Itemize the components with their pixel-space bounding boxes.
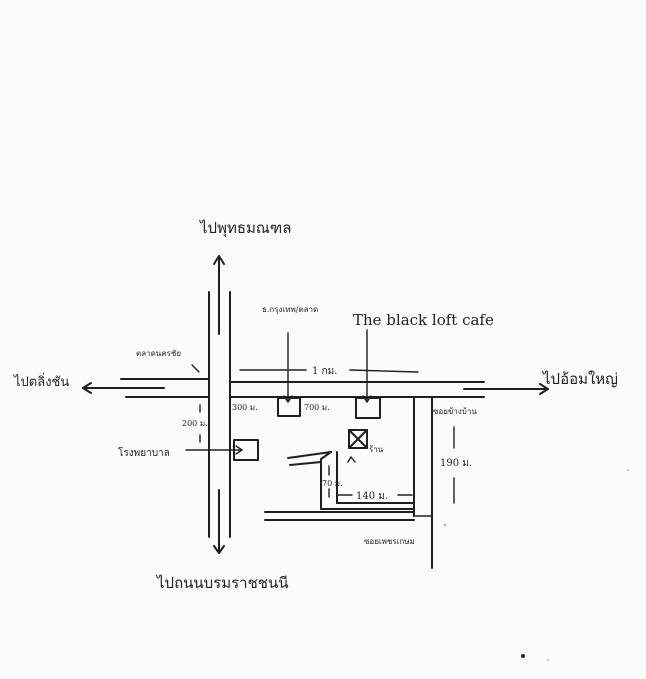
dist-1km-label: 1 กม. [312,366,337,377]
dist-1km-right [349,369,419,373]
speck [627,469,629,471]
destination-cross-2 [348,429,368,449]
connector-road-bottom [289,461,322,466]
south-arrow-head [213,545,225,554]
bank-pointer-head [283,395,293,403]
hospital-label: โรงพยาบาล [118,446,170,459]
west-label: ไปตลิ่งชัน [13,373,69,390]
dist-190m-label: 190 ม. [440,458,472,469]
connector-road-top [287,451,332,459]
east-arrow-head [539,383,549,395]
speck [521,654,525,658]
hospital-pointer-head [235,445,243,455]
dist-140m-label: 140 ม. [356,491,388,502]
bottom-alley-label: ซอยเพชรเกษม [364,537,415,546]
dist-70m-label: 70 ม. [322,479,343,488]
inner-road-left [320,451,415,510]
speck [547,659,549,661]
market-label: ตลาดนครชัย [136,349,181,358]
dist-200m-label: 200 ม. [182,419,208,428]
here-label: ร้าน [369,445,384,454]
destination-box [348,429,368,449]
north-arrow-head [213,255,225,265]
north-label: ไปพุทธมณฑล [199,219,291,238]
bank-label: ธ.กรุงเทพ/ตลาด [262,305,318,314]
west-arrow-head [82,382,92,394]
speck [444,524,446,526]
dist-300m-label: 300 ม. [232,403,258,412]
building-cafe [355,397,381,419]
market-pointer [191,364,200,373]
here-pointer [347,456,356,463]
cafe-pointer-head [362,395,372,403]
south-label: ไปถนนบรมราชชนนี [156,574,288,592]
cafe-label: The black loft cafe [353,311,494,329]
alley-label: ซอยข้างบ้าน [433,407,477,416]
east-label: ไปอ้อมใหญ่ [542,370,618,388]
dist-700m-label: 700 ม. [304,403,330,412]
building-bank [277,397,301,417]
